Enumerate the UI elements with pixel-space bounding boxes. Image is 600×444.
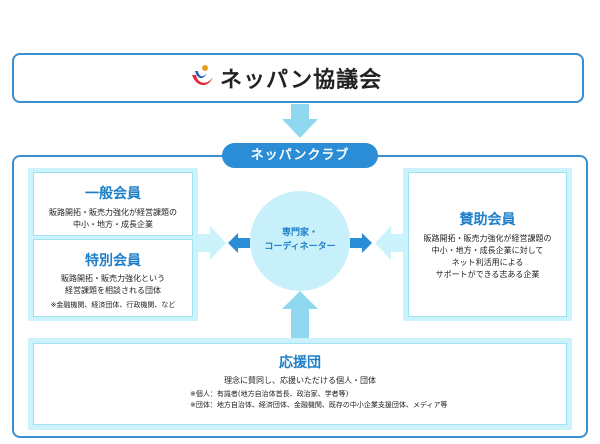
special-member-box: 特別会員 販路開拓・販売力強化という 経営課題を相談される団体 ※金融機関、経済… [33, 239, 193, 317]
supporters-box: 応援団 理念に賛同し、応援いただける個人・団体 ※個人：有識者(地方自治体首長、… [33, 343, 567, 425]
general-member-desc-1: 販路開拓・販売力強化が経営課題の [49, 208, 177, 217]
supporting-member-title: 賛助会員 [459, 212, 516, 228]
left-double-arrow [198, 226, 250, 260]
expert-label-line1: 専門家・ [281, 228, 318, 238]
expert-label-line2: コーディネーター [264, 242, 336, 252]
supporters-note-2: ※団体：地方自治体、経済団体、金融機関、既存の中小企業支援団体、メディア等 [190, 401, 448, 409]
supporting-member-desc-2: 中小・地方・成長企業に対して [431, 246, 544, 255]
supporters-desc: 理念に賛同し、応援いただける個人・団体 [224, 376, 376, 385]
special-member-desc-2: 経営課題を相談される団体 [65, 286, 161, 295]
organization-title: ネッパン協議会 [220, 68, 383, 93]
organization-box [12, 53, 584, 103]
supporters-title: 応援団 [279, 355, 321, 371]
general-member-desc-2: 中小・地方・成長企業 [73, 220, 153, 229]
supporting-member-box: 賛助会員 販路開拓・販売力強化が経営課題の 中小・地方・成長企業に対して ネット… [408, 172, 567, 317]
right-double-arrow [350, 226, 403, 260]
special-member-desc-1: 販路開拓・販売力強化という [61, 274, 165, 283]
special-member-title: 特別会員 [85, 253, 141, 269]
expert-label: 専門家・ コーディネーター [250, 226, 350, 254]
down-arrow [282, 104, 318, 138]
supporting-member-desc-3: ネット利活用による [451, 258, 524, 267]
supporting-member-desc-4: サポートができる志ある企業 [435, 270, 540, 279]
up-arrow [282, 291, 318, 338]
general-member-title: 一般会員 [85, 186, 141, 202]
supporting-member-desc-1: 販路開拓・販売力強化が経営課題の [423, 234, 552, 243]
logo-icon [192, 65, 213, 86]
club-title: ネッパンクラブ [222, 143, 378, 168]
special-member-note: ※金融機関、経済団体、行政機関、など [50, 301, 176, 309]
supporters-note-1: ※個人：有識者(地方自治体首長、政治家、学者等) [190, 390, 349, 398]
expert-circle [250, 191, 350, 291]
general-member-box: 一般会員 販路開拓・販売力強化が経営課題の 中小・地方・成長企業 [33, 172, 193, 236]
